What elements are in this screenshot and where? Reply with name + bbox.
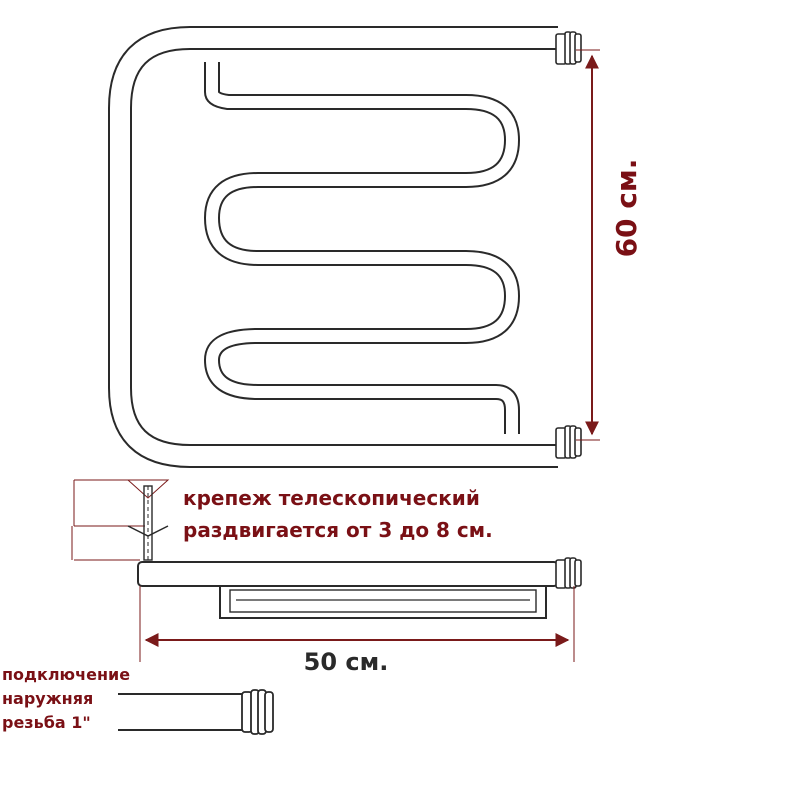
bottom-threaded-connector [555,425,582,459]
connection-thread-detail [118,689,274,735]
serpentine-coil-inner [206,62,518,434]
outer-frame-tube-inner [110,28,558,466]
connection-label-line1: подключение [2,665,130,684]
front-view [108,26,582,468]
height-label: 60 см. [610,159,643,258]
height-dimension [576,49,600,441]
connection-label-line2: наружняя [2,689,93,708]
connection-label-line3: резьба 1" [2,713,91,732]
top-view-coil-outline [219,585,547,619]
top-view-threaded-connector [555,557,582,589]
width-dimension [139,586,575,662]
mount-label-line1: крепеж телескопический [183,486,480,510]
mount-label-line2: раздвигается от 3 до 8 см. [183,518,493,542]
top-view-main-tube [137,561,559,587]
telescopic-bracket [71,479,170,561]
top-threaded-connector [555,31,582,65]
width-label: 50 см. [304,648,389,676]
top-view [137,557,582,619]
serpentine-coil [204,62,520,434]
